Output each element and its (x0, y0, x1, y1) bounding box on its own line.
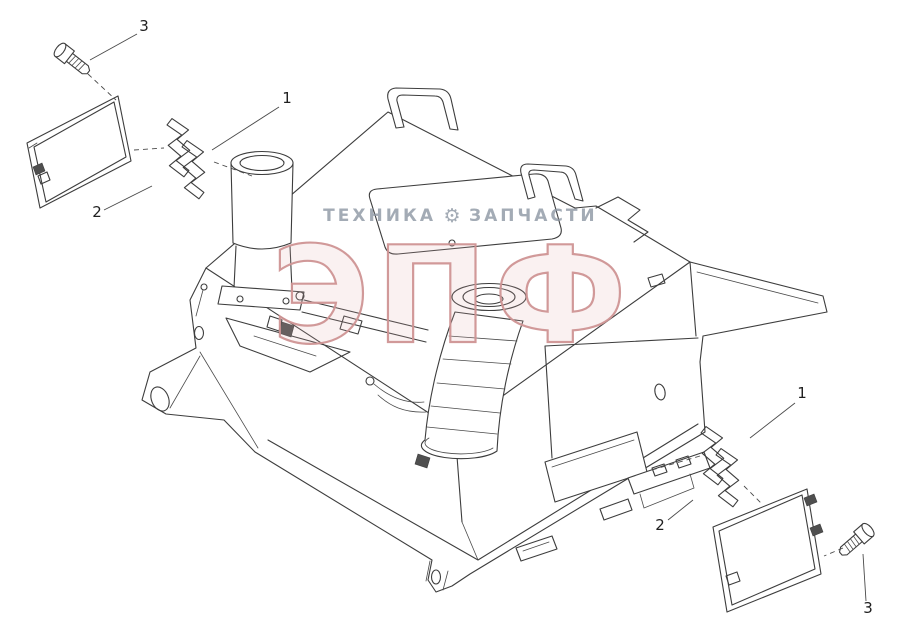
watermark-title: ЭПФ (271, 218, 632, 374)
deck-bracket (647, 273, 666, 288)
construction-line (87, 73, 117, 101)
port-hole (295, 291, 305, 301)
retaining-clip (174, 139, 212, 200)
cylinder-support-legs (233, 245, 293, 291)
callout-label-screw-right: 3 (863, 599, 873, 617)
mount-foot-edge (425, 560, 449, 591)
chassis-assembly (141, 87, 828, 593)
construction-line (133, 147, 165, 151)
drain-pipe (373, 383, 427, 413)
cross-member (301, 299, 429, 343)
leader-line (749, 402, 796, 439)
deck-underside-edge (689, 261, 697, 337)
cross-member-bracket (339, 315, 363, 335)
construction-line (213, 161, 253, 177)
access-hatch-rib (551, 439, 635, 468)
breather-stem (195, 289, 204, 317)
frame-slot-hole (654, 383, 666, 401)
step-bracket (595, 196, 649, 243)
lift-handle-rear (520, 163, 584, 202)
callout-label-clip-left: 1 (282, 89, 292, 107)
leader-line (211, 106, 280, 151)
bellows-duct (420, 311, 524, 460)
filler-cylinder-body (230, 162, 294, 250)
clip-slot (675, 455, 692, 469)
gear-icon: ⚙ (443, 205, 460, 227)
frame-rail-right (544, 337, 699, 459)
junction-box-cover (278, 321, 295, 338)
hinge-tab (803, 493, 818, 507)
flange-ring-mid (462, 286, 516, 308)
flange-ring-inner (474, 293, 504, 305)
cover-panel-left (26, 95, 132, 209)
lift-handle-front (387, 87, 459, 131)
breather-cap (200, 283, 208, 291)
callout-label-clip-right: 1 (797, 384, 807, 402)
frame-rail-left (199, 351, 259, 449)
mount-foot-hole (430, 569, 442, 585)
cover-panel-right (712, 488, 822, 613)
arm-bolt-hole (193, 325, 205, 341)
top-cover-plate (368, 173, 562, 255)
construction-line (823, 547, 844, 557)
bottom-bracket (599, 498, 633, 521)
construction-line (743, 485, 763, 505)
drain-pipe-fitting (365, 376, 375, 386)
callout-label-panel-right: 2 (655, 516, 665, 534)
hinge-tab (809, 523, 824, 537)
leader-line (103, 185, 153, 211)
exploded-group-right: 1 2 3 (651, 384, 877, 617)
support-bolt-hole (282, 297, 290, 305)
panel-hook (28, 142, 38, 149)
exploded-group-left: 3 1 2 (26, 17, 292, 221)
leader-line (89, 33, 138, 61)
support-bolt-hole (236, 295, 244, 303)
callout-label-panel-left: 2 (92, 203, 102, 221)
gusset-plate (225, 317, 351, 373)
arm-pivot-hole (150, 386, 170, 412)
bellows-endcap (424, 437, 494, 455)
bottom-bracket-rib (522, 541, 550, 552)
panel-latch (37, 171, 51, 185)
callout-label-screw-left: 3 (139, 17, 149, 35)
clip-slot (651, 463, 668, 477)
bellows-rib (426, 335, 518, 435)
deck-inner-line (696, 271, 819, 304)
leader-line (667, 499, 694, 521)
lift-arm-inner-line (169, 355, 201, 409)
retaining-clip (159, 117, 197, 178)
junction-box (266, 315, 283, 332)
watermark-tagline-right: ЗАПЧАСТИ (469, 206, 598, 226)
mounting-screw-right (835, 520, 877, 561)
bottom-bracket (515, 535, 558, 562)
mounting-screw-left (51, 40, 94, 80)
gusset-rib (253, 335, 317, 357)
plate-plug (448, 239, 456, 247)
watermark: ТЕХНИКА ⚙ ЗАПЧАСТИ ЭПФ (270, 205, 632, 375)
watermark-tagline-left: ТЕХНИКА (323, 206, 436, 226)
retaining-clip (708, 447, 746, 508)
panel-latch (32, 162, 46, 176)
panel-vent (725, 571, 741, 586)
cylinder-support-plate (217, 285, 305, 311)
rail-support (639, 473, 695, 509)
valve-block (414, 453, 431, 469)
frame-rail-link (461, 521, 479, 561)
filler-cylinder-rim (239, 154, 285, 172)
leader-line (862, 553, 867, 602)
